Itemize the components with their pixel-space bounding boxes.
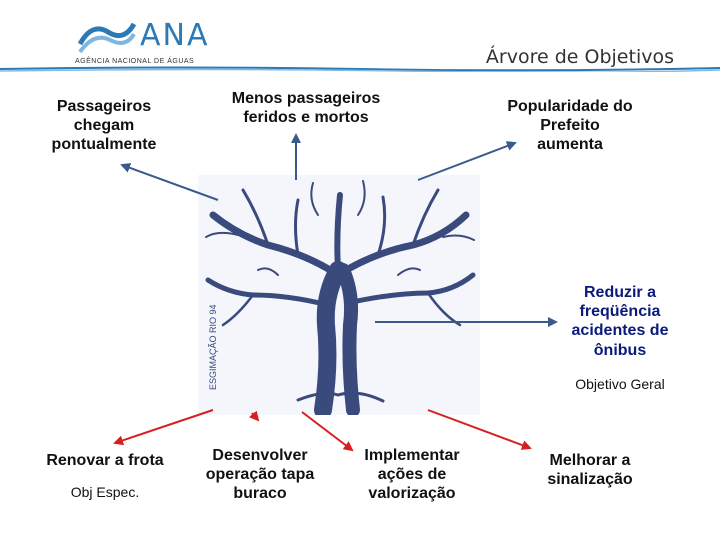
logo-word: ANA: [140, 18, 210, 53]
page-title: Árvore de Objetivos: [485, 46, 674, 68]
mean-desenvolver: Desenvolver operação tapa buraco: [205, 447, 315, 503]
effect-passageiros: Passageiros chegam pontualmente: [51, 98, 157, 154]
effect-menos: Menos passageiros feridos e mortos: [231, 90, 381, 127]
logo-subtitle: AGÊNCIA NACIONAL DE ÁGUAS: [75, 58, 195, 65]
mean-renovar-caption: Obj Espec.: [70, 484, 140, 500]
mean-renovar: Renovar a frota: [46, 452, 164, 469]
arrow-to-melhorar: [427, 409, 532, 450]
arrow-to-popularidade: [417, 141, 517, 181]
arrow-to-desenvolver: [248, 410, 260, 422]
effect-popularidade: Popularidade do Prefeito aumenta: [507, 98, 633, 154]
goal-caption: Objetivo Geral: [575, 376, 665, 392]
wave-logo-icon: [78, 22, 136, 54]
goal-text: Reduzir a freqüência acidentes de ônibus: [571, 284, 669, 359]
mean-implementar: Implementar ações de valorização: [364, 447, 460, 503]
header-divider: [0, 66, 720, 72]
tree-signature: ESGIMAÇÃO RIO 94: [208, 304, 218, 390]
mean-melhorar: Melhorar a sinalização: [547, 452, 633, 489]
arrow-to-renovar: [113, 409, 214, 446]
arrow-to-implementar: [301, 411, 354, 452]
tree-illustration: ESGIMAÇÃO RIO 94: [198, 175, 480, 415]
arrow-to-passageiros: [120, 163, 219, 201]
